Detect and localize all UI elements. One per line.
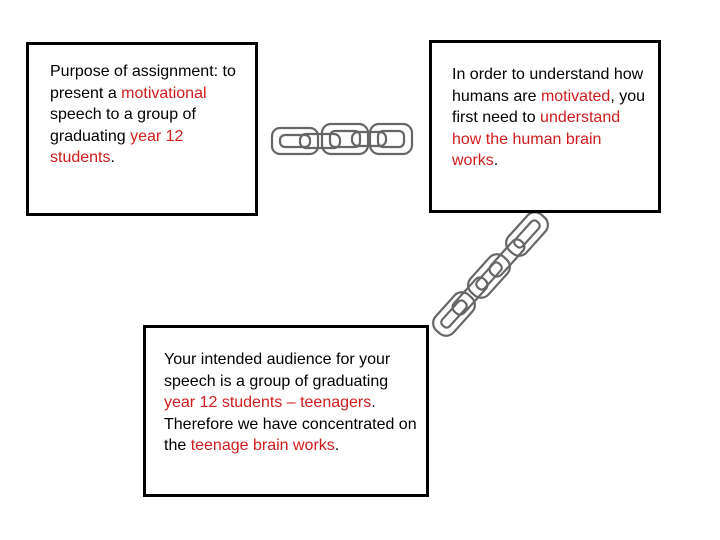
human-brain-highlight: understand how the human brain works xyxy=(452,109,621,169)
teenagers-highlight: year 12 students – teenagers xyxy=(164,394,372,411)
understand-text: In order to understand how humans are mo… xyxy=(452,66,645,169)
year12-students-highlight: year 12 students xyxy=(50,127,184,167)
audience-box: Your intended audience for your speech i… xyxy=(143,325,429,497)
purpose-box: Purpose of assignment: to present a moti… xyxy=(26,42,258,216)
audience-text: Your intended audience for your speech i… xyxy=(164,351,417,454)
motivated-highlight: motivated xyxy=(540,87,611,105)
understand-box: In order to understand how humans are mo… xyxy=(429,40,661,213)
purpose-text: Purpose of assignment: to present a moti… xyxy=(50,63,236,166)
motivational-highlight: motivational xyxy=(121,84,207,102)
teenage-brain-highlight: teenage brain works xyxy=(190,437,335,454)
